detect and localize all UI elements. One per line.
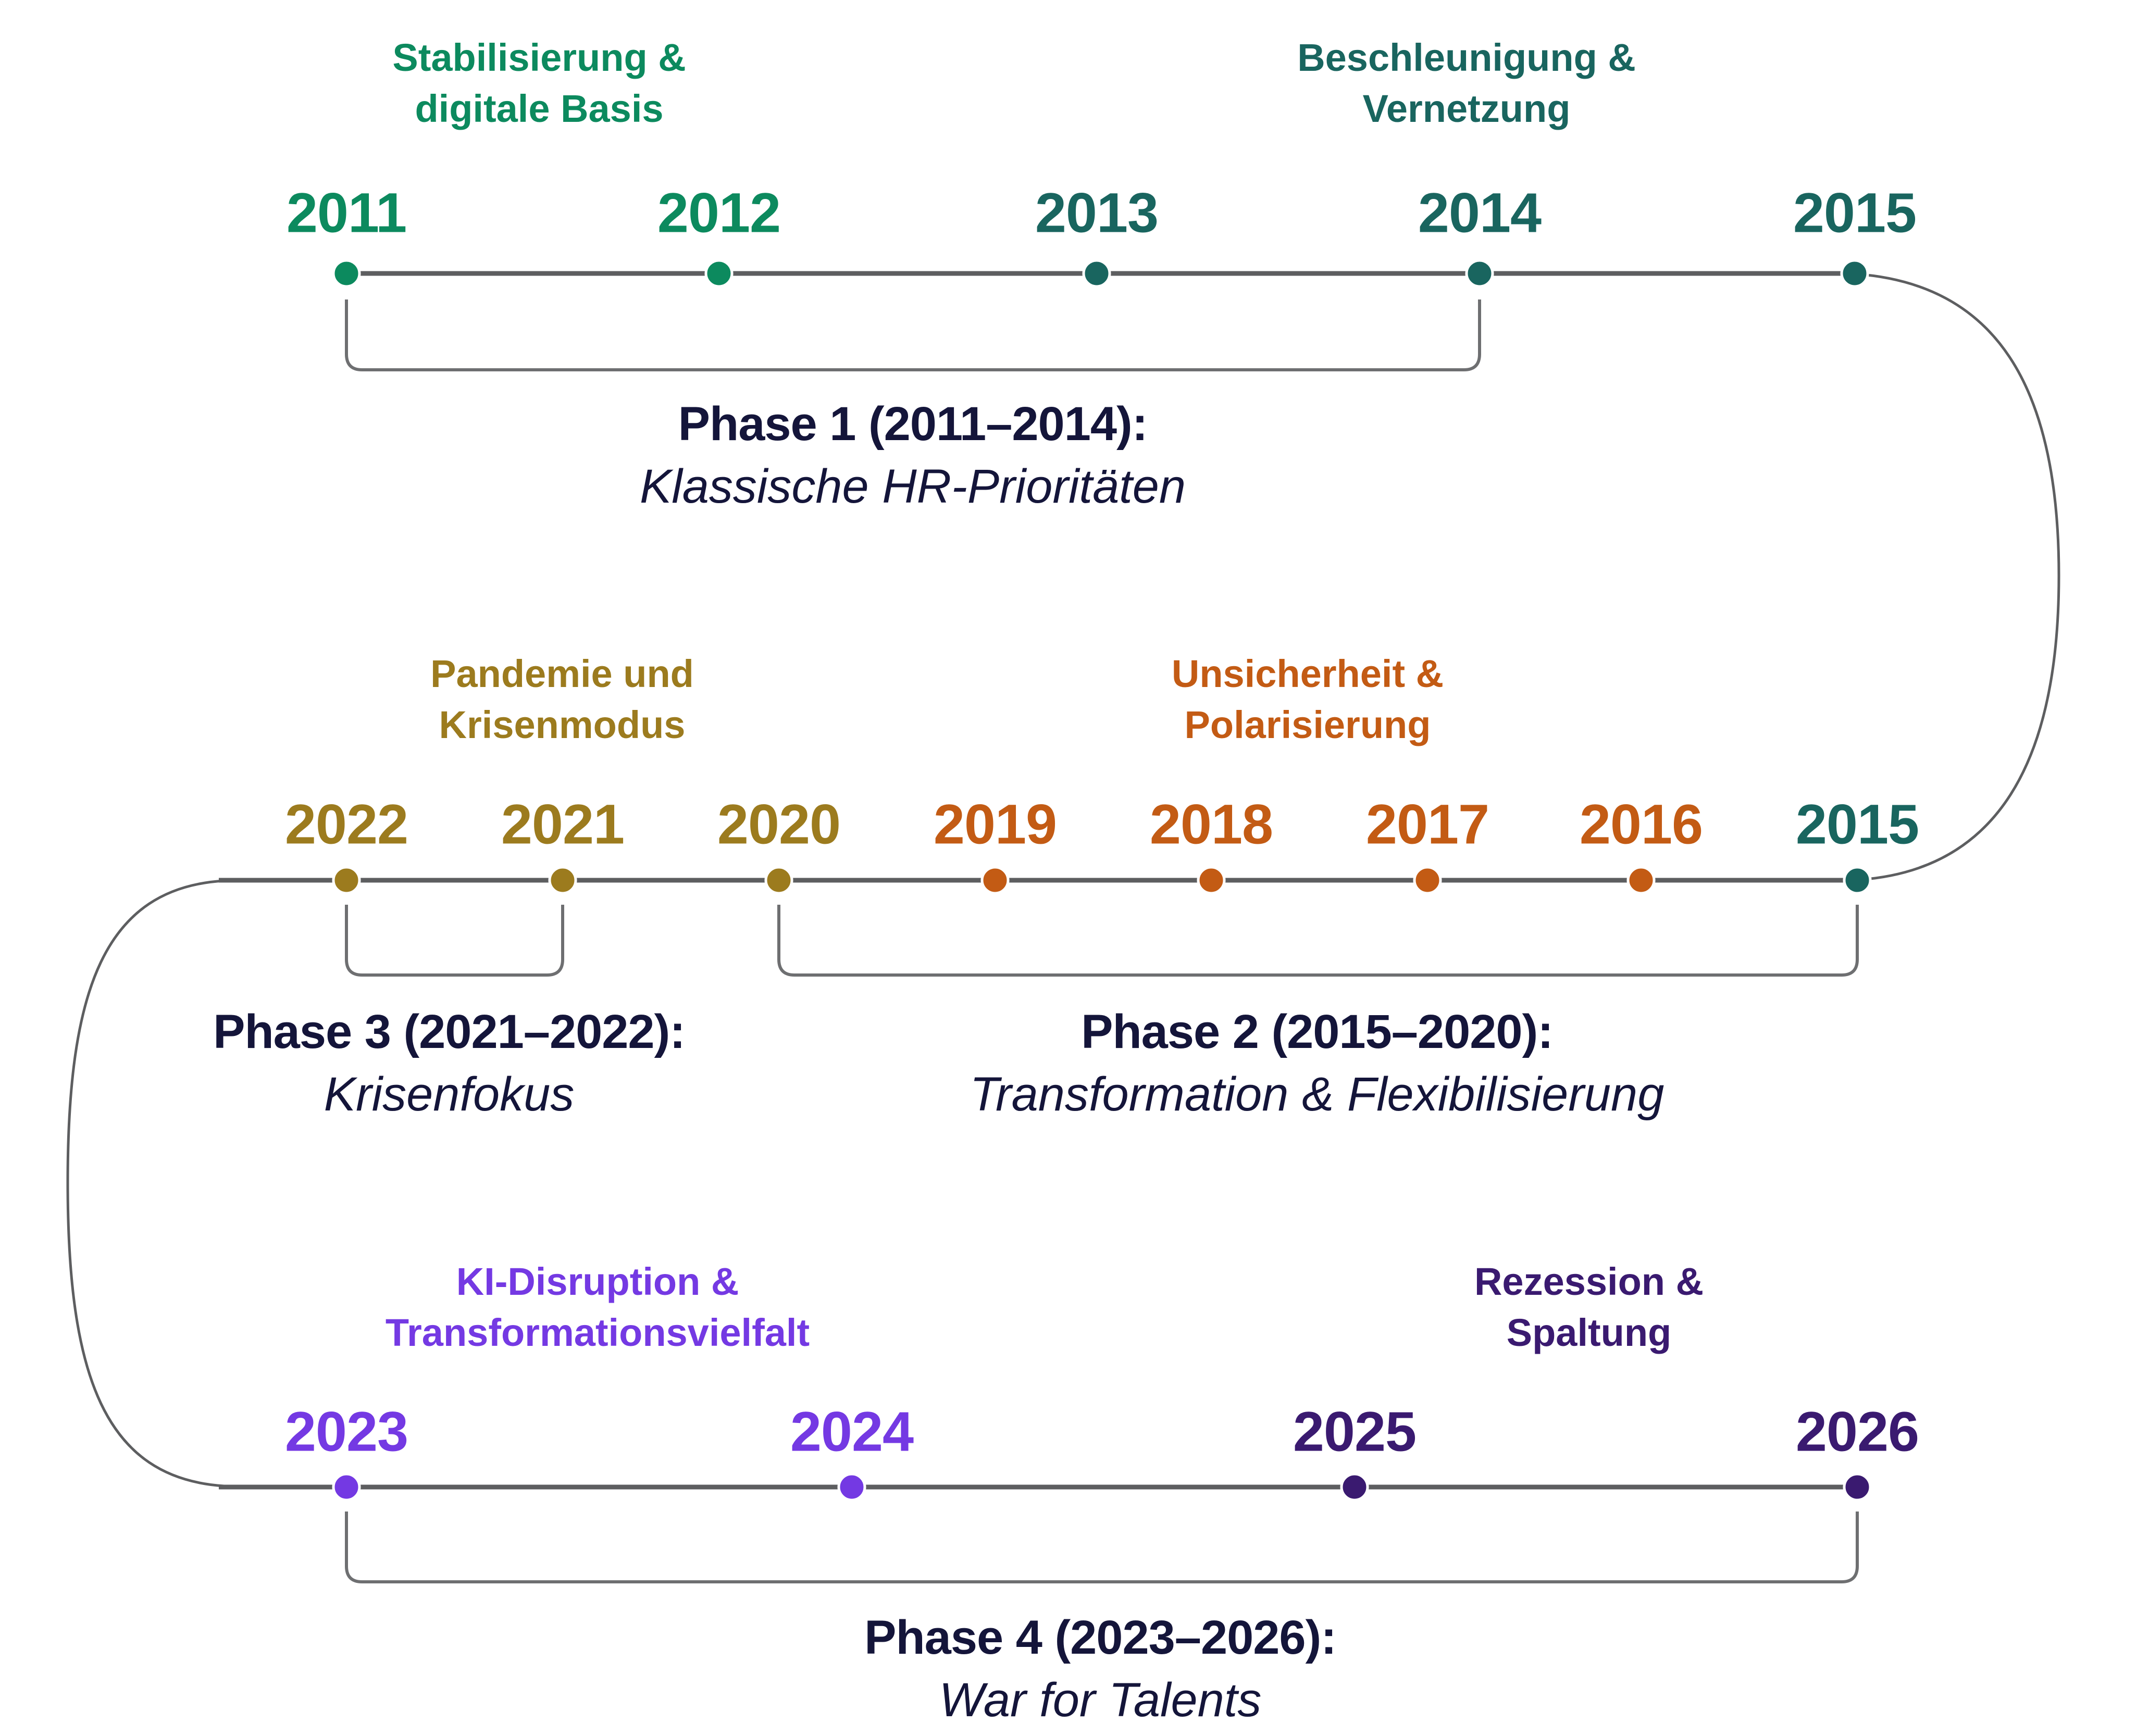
era-heading-beschleunigung: Beschleunigung & Vernetzung — [1297, 32, 1636, 134]
phase2-subtitle: Transformation & Flexibilisierung — [970, 1067, 1664, 1121]
year-label-2021: 2021 — [501, 792, 625, 856]
year-label-2018: 2018 — [1149, 792, 1273, 856]
timeline-dot-2020 — [764, 866, 793, 895]
era-heading-ki-disruption: KI-Disruption & Transformationsvielfalt — [386, 1256, 810, 1358]
era-heading-line: KI-Disruption & — [456, 1260, 739, 1303]
year-label-2013: 2013 — [1035, 181, 1159, 244]
era-heading-pandemie: Pandemie und Krisenmodus — [430, 648, 694, 750]
year-label-2024: 2024 — [790, 1400, 914, 1463]
year-label-2012: 2012 — [657, 181, 781, 244]
year-label-2011: 2011 — [286, 181, 407, 244]
phase1-bracket — [345, 299, 1481, 371]
timeline-dot-2017 — [1413, 866, 1442, 895]
phase1-label: Phase 1 (2011–2014): Klassische HR-Prior… — [640, 393, 1186, 518]
phase3-label: Phase 3 (2021–2022): Krisenfokus — [213, 1001, 686, 1126]
era-heading-line: digitale Basis — [415, 86, 664, 130]
connector-curve-left — [66, 879, 225, 1488]
phase4-subtitle: War for Talents — [939, 1673, 1262, 1727]
timeline-dot-2023 — [332, 1472, 361, 1502]
phase3-title: Phase 3 (2021–2022): — [213, 1005, 686, 1058]
timeline-dot-2018 — [1197, 866, 1226, 895]
era-heading-rezession: Rezession & Spaltung — [1474, 1256, 1704, 1358]
era-heading-stabilisierung: Stabilisierung & digitale Basis — [392, 32, 686, 134]
timeline-dot-2025 — [1340, 1472, 1369, 1502]
year-label-2015-mid: 2015 — [1795, 792, 1919, 856]
timeline-dot-2022 — [332, 866, 361, 895]
timeline-dot-2012 — [704, 259, 734, 288]
phase4-title: Phase 4 (2023–2026): — [864, 1611, 1337, 1664]
era-heading-line: Transformationsvielfalt — [385, 1310, 810, 1354]
timeline-dot-2016 — [1626, 866, 1656, 895]
era-heading-line: Rezession & — [1474, 1260, 1704, 1303]
connector-curve-right — [1855, 272, 2060, 881]
year-label-2019: 2019 — [933, 792, 1057, 856]
timeline-dot-2013 — [1082, 259, 1111, 288]
phase4-label: Phase 4 (2023–2026): War for Talents — [864, 1607, 1337, 1731]
era-heading-line: Pandemie und — [430, 652, 694, 695]
year-label-2026: 2026 — [1795, 1400, 1919, 1463]
timeline-dot-2026 — [1843, 1472, 1872, 1502]
year-label-2025: 2025 — [1293, 1400, 1417, 1463]
year-label-2020: 2020 — [717, 792, 841, 856]
timeline-dot-2014 — [1465, 259, 1494, 288]
era-heading-line: Spaltung — [1506, 1310, 1672, 1354]
era-heading-line: Polarisierung — [1184, 703, 1431, 746]
phase3-bracket — [345, 905, 564, 977]
year-label-2015-top: 2015 — [1793, 181, 1917, 244]
era-heading-line: Vernetzung — [1362, 86, 1571, 130]
phase1-title: Phase 1 (2011–2014): — [678, 397, 1148, 451]
phase3-subtitle: Krisenfokus — [324, 1067, 575, 1121]
timeline-dot-2019 — [980, 866, 1010, 895]
timeline-dot-2015-top — [1840, 259, 1869, 288]
timeline-dot-2015-mid — [1843, 866, 1872, 895]
era-heading-line: Stabilisierung & — [392, 36, 686, 79]
timeline-dot-2011 — [332, 259, 361, 288]
year-label-2022: 2022 — [284, 792, 408, 856]
era-heading-line: Krisenmodus — [439, 703, 686, 746]
phase4-bracket — [345, 1512, 1859, 1583]
year-label-2017: 2017 — [1365, 792, 1489, 856]
era-heading-unsicherheit: Unsicherheit & Polarisierung — [1172, 648, 1444, 750]
year-label-2023: 2023 — [284, 1400, 408, 1463]
timeline-dot-2021 — [548, 866, 577, 895]
phase2-label: Phase 2 (2015–2020): Transformation & Fl… — [970, 1001, 1664, 1126]
phase1-subtitle: Klassische HR-Prioritäten — [639, 459, 1186, 513]
timeline-dot-2024 — [837, 1472, 866, 1502]
era-heading-line: Beschleunigung & — [1297, 36, 1636, 79]
era-heading-line: Unsicherheit & — [1171, 652, 1444, 695]
year-label-2014: 2014 — [1418, 181, 1542, 244]
year-label-2016: 2016 — [1579, 792, 1703, 856]
phase2-title: Phase 2 (2015–2020): — [1081, 1005, 1554, 1058]
phase2-bracket — [777, 905, 1859, 977]
